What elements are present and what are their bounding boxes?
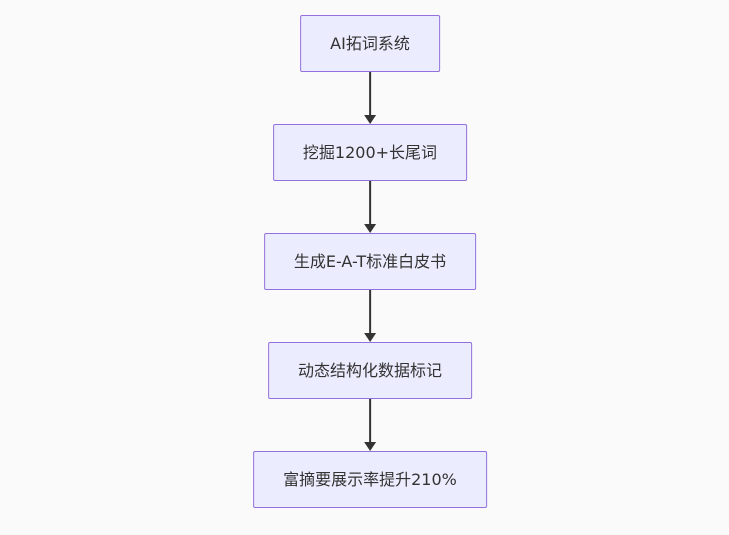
flow-node: 动态结构化数据标记	[267, 342, 472, 399]
arrow-down-icon	[364, 115, 376, 124]
arrow-line	[369, 181, 371, 225]
arrow-line	[369, 290, 371, 334]
arrow-line	[369, 399, 371, 443]
arrow-line	[369, 72, 371, 116]
arrow-down-icon	[364, 224, 376, 233]
flow-node: AI拓词系统	[300, 15, 440, 72]
flow-node: 挖掘1200+长尾词	[272, 124, 468, 181]
flow-arrow	[364, 181, 376, 233]
flow-arrow	[364, 399, 376, 451]
flow-node: 生成E-A-T标准白皮书	[263, 233, 477, 290]
flow-arrow	[364, 72, 376, 124]
flowchart: AI拓词系统 挖掘1200+长尾词 生成E-A-T标准白皮书 动态结构化数据标记…	[253, 15, 487, 508]
arrow-down-icon	[364, 442, 376, 451]
flow-arrow	[364, 290, 376, 342]
flow-node: 富摘要展示率提升210%	[253, 451, 487, 508]
arrow-down-icon	[364, 333, 376, 342]
